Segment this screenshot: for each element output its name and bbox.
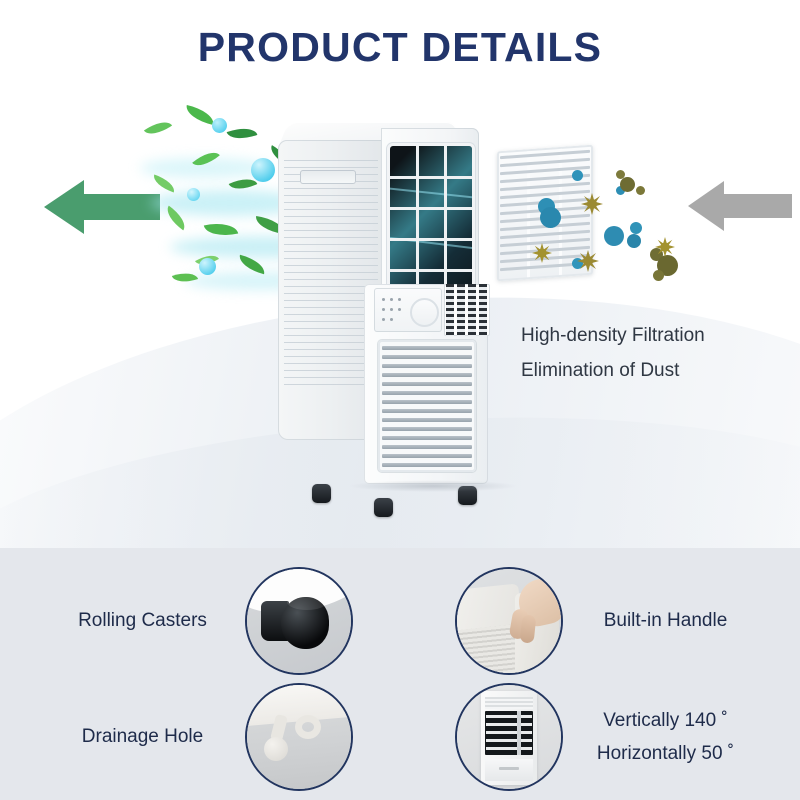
features-section: Rolling Casters — [0, 548, 800, 800]
vent-slat — [382, 346, 472, 350]
dust-air-arrow-left-icon — [688, 178, 792, 234]
caster-wheel — [374, 498, 393, 517]
louver-angle-line-1: Vertically 140 ˚ — [603, 710, 728, 731]
vent-divider — [409, 344, 412, 468]
ac-exhaust-vent — [378, 340, 476, 472]
vent-slat — [382, 463, 472, 467]
control-dot — [382, 298, 385, 301]
vent-slat — [382, 400, 472, 404]
control-dot — [382, 308, 385, 311]
filter-divider — [390, 207, 472, 210]
vent-slat — [382, 436, 472, 440]
vent-slot — [468, 284, 476, 336]
control-dot — [398, 308, 401, 311]
vent-slat — [382, 427, 472, 431]
water-droplet-icon — [187, 188, 200, 201]
feature-text-line-1: High-density Filtration — [521, 325, 705, 346]
vent-slat — [382, 382, 472, 386]
leaf-icon — [226, 122, 258, 145]
filtration-feature-text: High-density Filtration Elimination of D… — [521, 318, 791, 388]
feature-label-drainage-hole: Drainage Hole — [81, 726, 204, 747]
vent-slat — [382, 418, 472, 422]
vent-slot — [479, 284, 487, 336]
leaf-icon — [183, 105, 217, 125]
dust-particle — [620, 177, 635, 192]
water-droplet-icon — [212, 118, 227, 133]
thumbnail-louver-angle — [455, 683, 563, 791]
page-title: PRODUCT DETAILS — [197, 24, 603, 70]
dust-particle — [616, 186, 625, 195]
filter-glow — [390, 146, 472, 306]
pollen-particle — [532, 243, 552, 268]
thumbnail-rolling-casters — [245, 567, 353, 675]
filter-divider — [390, 176, 472, 179]
ac-control-knob — [410, 298, 439, 327]
water-droplet-icon — [251, 158, 275, 182]
water-droplet-icon — [199, 258, 216, 275]
feature-built-in-handle: Built-in Handle — [455, 566, 785, 676]
dust-particle — [653, 270, 664, 281]
leaf-icon — [143, 115, 173, 141]
caster-wheel — [458, 486, 477, 505]
pollen-particle — [581, 193, 603, 220]
product-shadow — [348, 480, 518, 492]
dust-particle — [636, 186, 645, 195]
thumbnail-built-in-handle — [455, 567, 563, 675]
vent-slot — [446, 284, 454, 336]
feature-drainage-hole: Drainage Hole — [40, 682, 370, 792]
portable-air-conditioner — [278, 112, 518, 517]
pollen-particle — [655, 237, 675, 262]
caster-wheel — [312, 484, 331, 503]
vent-divider — [442, 344, 445, 468]
control-dot — [390, 308, 393, 311]
control-dot — [382, 318, 385, 321]
control-dot — [390, 298, 393, 301]
feature-label-built-in-handle: Built-in Handle — [603, 610, 728, 631]
feature-louver-angle: Vertically 140 ˚ Horizontally 50 ˚ — [455, 682, 785, 792]
vent-slat — [382, 409, 472, 413]
dust-particle — [630, 222, 642, 234]
ac-side-panel — [278, 140, 382, 440]
vent-slot — [457, 284, 465, 336]
front-louver-photo — [457, 685, 561, 789]
clean-air-arrow-left-icon — [44, 176, 160, 238]
dust-particle — [627, 234, 641, 248]
feature-rolling-casters: Rolling Casters — [40, 566, 370, 676]
filter-divider — [444, 146, 447, 306]
feature-label-louver-angle: Vertically 140 ˚ Horizontally 50 ˚ — [563, 704, 768, 770]
air-mist — [140, 158, 270, 178]
vent-slat — [382, 355, 472, 359]
hand-on-handle-photo — [457, 569, 561, 673]
vent-slat — [382, 364, 472, 368]
ac-filter-window — [390, 146, 472, 306]
filter-divider — [390, 269, 472, 272]
louver-angle-line-2: Horizontally 50 ˚ — [596, 743, 735, 764]
caster-wheel-photo — [247, 569, 351, 673]
dust-particle — [572, 258, 583, 269]
thumbnail-drainage-hole — [245, 683, 353, 791]
drain-plug-photo — [247, 685, 351, 789]
hero-section: PRODUCT DETAILS — [0, 24, 800, 548]
vent-slat — [382, 454, 472, 458]
vent-slat — [382, 445, 472, 449]
control-dot — [398, 298, 401, 301]
ac-side-handle — [300, 170, 356, 184]
dust-particle — [616, 170, 625, 179]
ac-side-vent — [444, 284, 490, 336]
filter-divider — [390, 238, 472, 241]
feature-text-line-2: Elimination of Dust — [521, 360, 680, 381]
vent-slat — [382, 373, 472, 377]
pollen-particle — [577, 250, 599, 277]
dust-particle — [540, 207, 561, 228]
vent-slat — [382, 391, 472, 395]
filter-divider — [416, 146, 419, 306]
dust-particle — [604, 226, 624, 246]
ac-side-ribs — [284, 154, 378, 386]
dust-particle — [572, 170, 583, 181]
feature-label-rolling-casters: Rolling Casters — [78, 610, 207, 631]
control-dot — [390, 318, 393, 321]
